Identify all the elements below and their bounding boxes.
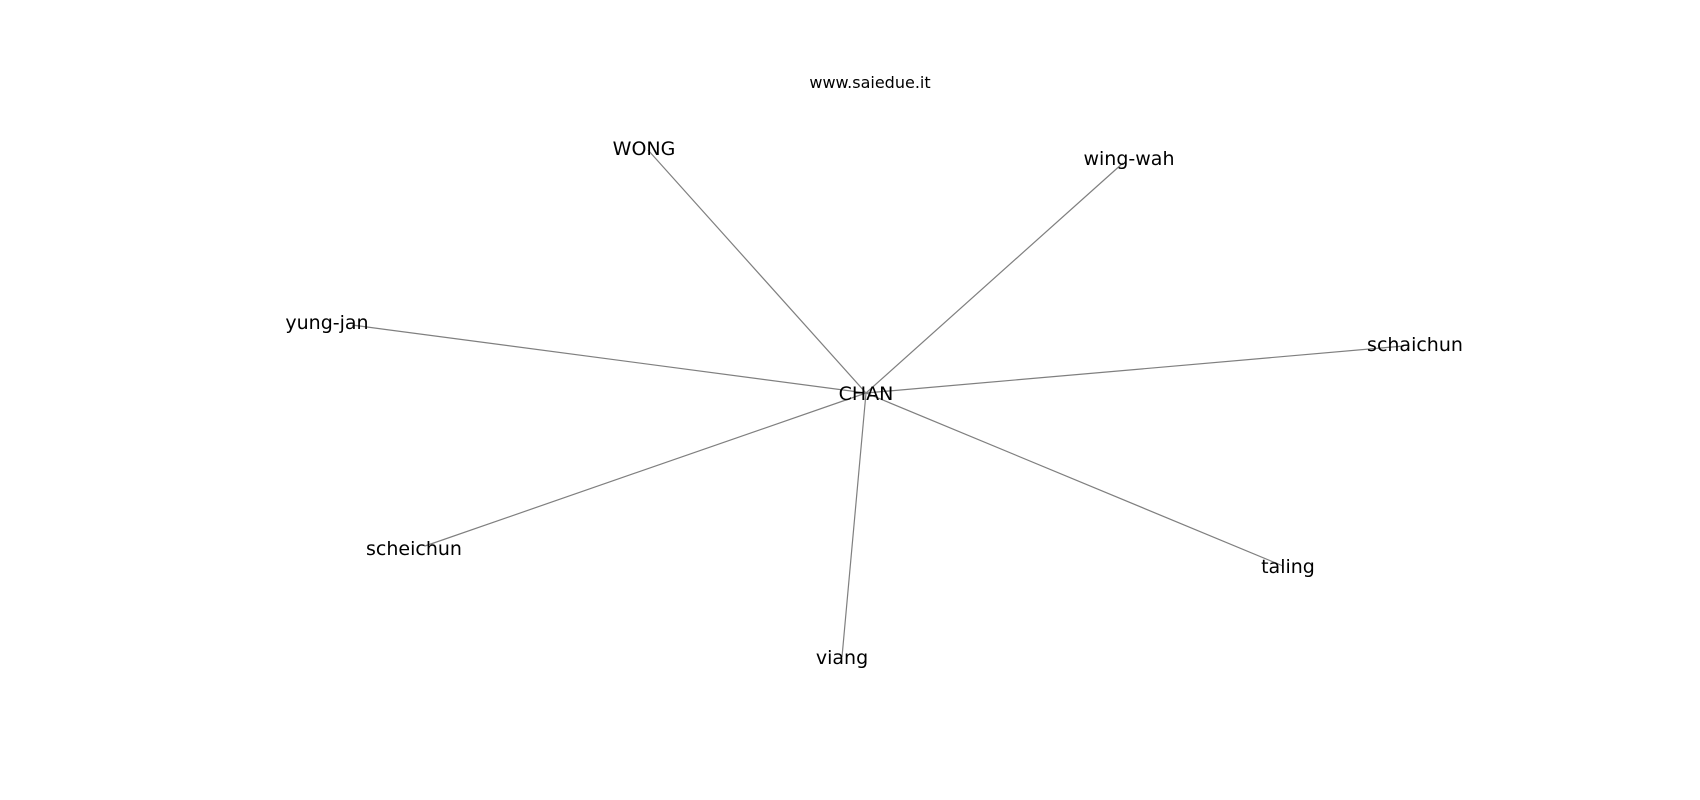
node-label-schaichun: schaichun	[1367, 334, 1463, 356]
edge-center-yung-jan	[351, 324, 867, 394]
edge-center-viang	[841, 392, 867, 658]
edge-center-taling	[865, 392, 1284, 567]
node-label-viang: viang	[816, 647, 868, 669]
node-label-scheichun: scheichun	[366, 538, 462, 560]
node-label-wing-wah: wing-wah	[1083, 148, 1174, 170]
edge-center-wing-wah	[865, 162, 1124, 394]
nodes-layer: CHAN WONG wing-wah yung-jan schaichun scheich…	[285, 138, 1463, 669]
edges-layer	[351, 149, 1405, 658]
node-label-wong: WONG	[613, 138, 676, 160]
edge-center-scheichun	[424, 392, 867, 547]
edge-center-schaichun	[865, 345, 1405, 394]
edge-center-wong	[647, 149, 867, 394]
node-label-taling: taling	[1261, 556, 1315, 578]
watermark-text: www.saiedue.it	[809, 73, 930, 92]
node-label-center: CHAN	[839, 383, 894, 405]
node-label-yung-jan: yung-jan	[285, 312, 368, 334]
